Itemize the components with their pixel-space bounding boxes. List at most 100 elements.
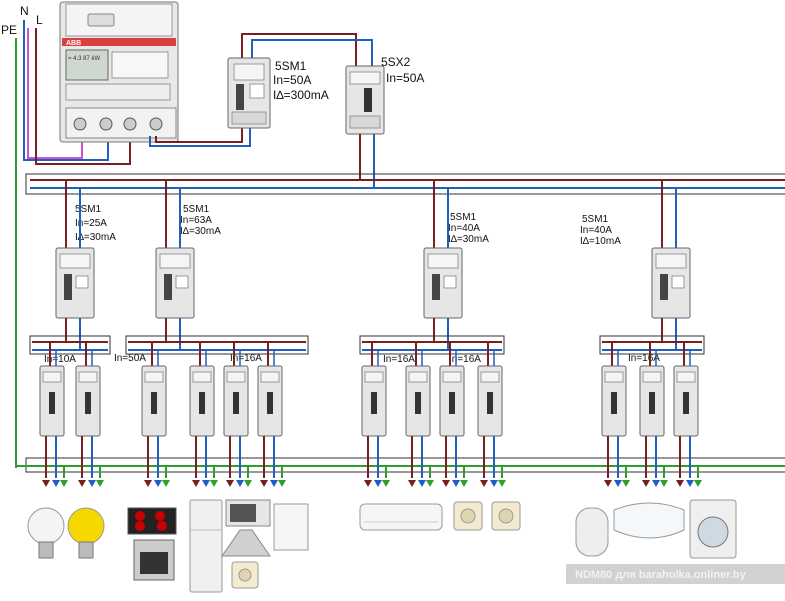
breaker-label-16a-aircon: In=16A [383,354,415,365]
pe-arrow [622,480,630,487]
group-rcd-2-sensitivity: I∆=30mA [180,226,221,237]
sub-bus-box [29,335,111,355]
breaker-label-plate [192,371,212,383]
hob-ring [157,521,167,531]
neutral-arrow [452,480,460,487]
group-rcd-lever [164,274,172,300]
group-rcd-1-model: 5SM1 [75,204,102,215]
breaker-label-plate [260,371,280,383]
watermark-backdrop [566,564,785,584]
meter-screen: = 4.3 87 kW [68,56,101,62]
phase-arrow [364,480,372,487]
group-rcd-lever [432,274,440,300]
meter-phase-out-wire [155,126,243,143]
breaker-label-plate [676,371,696,383]
phase-arrow [642,480,650,487]
breaker-lever [85,392,91,414]
phase-arrow [676,480,684,487]
group-rcd-lever [660,274,668,300]
breaker-lever [233,392,239,414]
hob-ring [155,511,165,521]
neutral-arrow [202,480,210,487]
group-rcd-4-rating: In=40A [580,225,612,236]
breaker-label-plate [226,371,246,383]
group-rcd-2-rating: In=63A [180,215,212,226]
group-rcd-4-model: 5SM1 [582,214,609,225]
sub-bus-box [359,335,505,355]
phase-arrow [144,480,152,487]
neutral-arrow [490,480,498,487]
neutral-arrow [652,480,660,487]
supply-wires [15,20,131,468]
neutral-arrow [154,480,162,487]
breaker-label-16a-kitchen: In=16A [230,353,262,364]
breaker-label-plate [642,371,662,383]
hood-icon [221,529,271,557]
pe-arrow [426,480,434,487]
breaker-label-plate [42,371,62,383]
phase-arrow [192,480,200,487]
breaker-lever [371,392,377,414]
breaker-label-plate [364,371,384,383]
phase-arrow [78,480,86,487]
pe-meter-wire [27,28,83,159]
lamp-icon [67,507,105,545]
breaker-lever [199,392,205,414]
group-rcd-test-button [175,275,189,289]
generated-layer [27,180,785,593]
neutral-arrow [374,480,382,487]
breaker-label-50a: In=50A [114,353,146,364]
dishwasher-icon [273,503,309,551]
energy-meter: ABB = 4.3 87 kW [59,1,179,143]
rcd-to-switch-phase [241,33,357,66]
fridge-icon [189,499,223,593]
breaker-label-16a-bath: In=16A [628,353,660,364]
group-rcd-1-sensitivity: I∆=30mA [75,232,116,243]
l-meter-wire [35,136,131,165]
breaker-lever [683,392,689,414]
group-rcd-3-rating: In=40A [448,223,480,234]
pe-arrow [162,480,170,487]
group-rcd-1-rating: In=25A [75,218,107,229]
main-switch [345,65,385,135]
phase-arrow [442,480,450,487]
lamp-icon [27,507,65,545]
socket-face [460,508,476,524]
phase-arrow [226,480,234,487]
lamp-icon-base [78,541,94,559]
breaker-label-plate [442,371,462,383]
group-rcd-label-plate [655,253,687,269]
breaker-label-plate [408,371,428,383]
neutral-arrow [52,480,60,487]
pe-arrow [694,480,702,487]
main-rcd-sensitivity: I∆=300mA [273,88,329,102]
pe-arrow [210,480,218,487]
sub-bus-box [599,335,705,355]
breaker-lever [611,392,617,414]
breaker-label-plate [604,371,624,383]
pe-arrow [498,480,506,487]
neutral-arrow [418,480,426,487]
washing-machine-door [697,516,729,548]
bathtub-icon [613,502,685,539]
n-line-label: N [20,4,29,18]
pe-line-label: PE [1,23,17,37]
hob-ring [135,511,145,521]
group-rcd-test-button [75,275,89,289]
pe-arrow [244,480,252,487]
group-rcd-test-button [671,275,685,289]
pe-arrow [278,480,286,487]
oven-window [140,552,168,574]
group-rcd-3-sensitivity: I∆=30mA [448,234,489,245]
main-rcd-model: 5SM1 [275,59,307,73]
phase-arrow [42,480,50,487]
microwave-window [230,504,256,522]
breaker-label-10a: In=10A [44,354,76,365]
breaker-lever [649,392,655,414]
group-rcd-2-model: 5SM1 [183,204,210,215]
phase-arrow [260,480,268,487]
breaker-label-plate [480,371,500,383]
group-rcd-4-sensitivity: I∆=10mA [580,236,621,247]
